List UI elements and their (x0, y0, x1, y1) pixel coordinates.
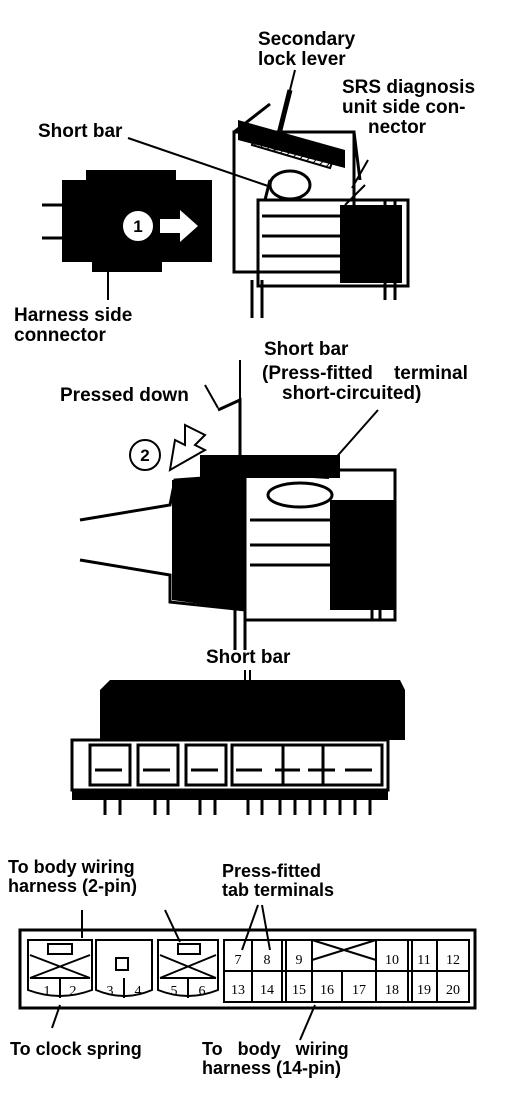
pin-18: 18 (385, 983, 399, 998)
figure-2-pressed-down (79, 360, 397, 650)
step-1-marker (123, 211, 153, 241)
pin-1: 1 (44, 984, 51, 999)
pin-12: 12 (446, 953, 460, 968)
pressed-down-arrow (168, 423, 208, 472)
pin-6: 6 (199, 984, 206, 999)
secondary-lock-lever (272, 89, 293, 151)
harness-side-connector-label: Harness side connector (14, 305, 133, 346)
press-fitted-terminals-label: Press-fitted tab terminals (222, 861, 335, 900)
pin-16: 16 (320, 983, 334, 998)
step-2-marker (129, 439, 161, 471)
pin-20: 20 (446, 983, 460, 998)
step-1-label: 1 (133, 217, 142, 236)
figure-1-connector-insertion (42, 69, 410, 318)
body-wiring-14pin-label: To body wiring harness (14-pin) (202, 1039, 349, 1078)
figure-3-short-bar-view (70, 670, 405, 815)
short-bar-note: (Press-fitted terminal short-circuited) (262, 363, 468, 404)
pin-14: 14 (260, 983, 274, 998)
step-2-label: 2 (140, 446, 149, 465)
pin-13: 13 (231, 983, 245, 998)
pin-11: 11 (417, 953, 430, 968)
body-wiring-2pin-label: To body wiring harness (2-pin) (8, 857, 138, 896)
pin-numbers: 1 2 3 4 5 6 7 8 9 10 11 12 13 14 15 16 1… (44, 953, 461, 999)
clock-spring-label: To clock spring (10, 1039, 142, 1059)
secondary-lock-lever-label: Secondary lock lever (258, 29, 356, 70)
figure-4-terminal-layout (18, 904, 477, 1041)
pin-15: 15 (292, 983, 306, 998)
short-bar-label-2: Short bar (264, 339, 349, 360)
short-bar-label-3: Short bar (206, 647, 291, 668)
pin-2: 2 (70, 984, 77, 999)
pin-5: 5 (171, 984, 178, 999)
pressed-down-label: Pressed down (60, 385, 189, 406)
pin-4: 4 (135, 984, 142, 999)
pin-9: 9 (296, 953, 303, 968)
pin-7: 7 (235, 953, 242, 968)
srs-unit-side-connector (232, 102, 410, 318)
pin-17: 17 (352, 983, 366, 998)
insert-arrow (160, 210, 198, 242)
pin-10: 10 (385, 953, 399, 968)
pin-8: 8 (264, 953, 271, 968)
pin-19: 19 (417, 983, 431, 998)
short-bar-label-1: Short bar (38, 121, 123, 142)
srs-connector-label: SRS diagnosis unit side con- nector (342, 77, 476, 138)
pin-3: 3 (107, 984, 114, 999)
